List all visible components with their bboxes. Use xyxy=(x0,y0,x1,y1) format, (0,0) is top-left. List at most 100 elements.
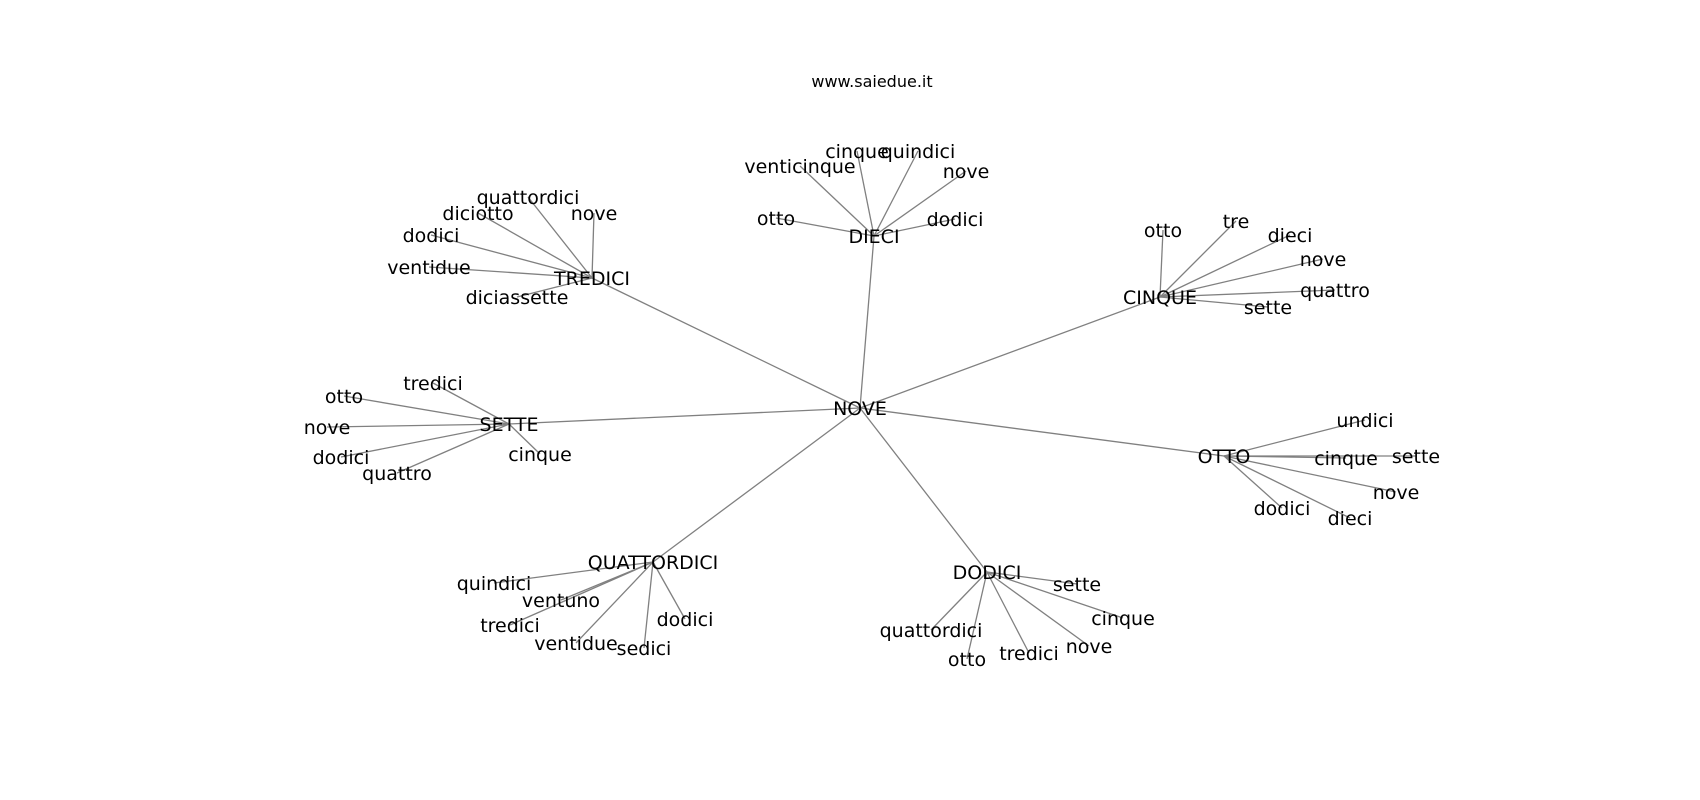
leaf-node-cinque-tre: tre xyxy=(1223,211,1250,233)
leaf-node-dieci-venticinque: venticinque xyxy=(744,156,855,178)
edge-cinque-nove xyxy=(1159,258,1324,298)
leaf-node-dodici-quattordici: quattordici xyxy=(880,620,983,642)
edge-quattordici-ventidue xyxy=(575,561,654,644)
leaf-node-tredici-diciotto: diciotto xyxy=(442,203,513,225)
leaf-node-cinque-nove: nove xyxy=(1300,249,1347,271)
leaf-node-dodici-nove: nove xyxy=(1066,636,1113,658)
leaf-node-dodici-cinque: cinque xyxy=(1091,608,1155,630)
leaf-node-tredici-quattordici: quattordici xyxy=(477,187,580,209)
leaf-node-quattordici-quindici: quindici xyxy=(457,573,532,595)
leaf-node-sette-dodici: dodici xyxy=(313,447,370,469)
leaf-node-cinque-quattro: quattro xyxy=(1300,280,1370,302)
leaf-node-dodici-otto: otto xyxy=(948,649,986,671)
edge-cinque-quattro xyxy=(1159,289,1336,298)
edge-otto-dieci xyxy=(1223,455,1351,519)
hub-node-dodici: DODICI xyxy=(953,562,1022,584)
edge-sette-nove xyxy=(326,423,510,428)
leaf-node-cinque-otto: otto xyxy=(1144,220,1182,242)
leaf-node-dieci-quindici: quindici xyxy=(881,141,956,163)
leaf-node-sette-otto: otto xyxy=(325,386,363,408)
edge-root-quattordici xyxy=(652,407,861,563)
leaf-node-tredici-nove: nove xyxy=(571,203,618,225)
site-label: www.saiedue.it xyxy=(811,72,932,91)
edge-otto-undici xyxy=(1223,419,1366,457)
leaf-node-otto-sette: sette xyxy=(1392,446,1440,468)
edge-sette-quattro xyxy=(396,423,510,474)
leaf-node-quattordici-ventidue: ventidue xyxy=(534,633,618,655)
edge-dodici-quattordici xyxy=(930,571,988,631)
leaf-node-otto-cinque: cinque xyxy=(1314,448,1378,470)
edge-root-cinque xyxy=(859,296,1161,409)
edge-dodici-nove xyxy=(986,571,1090,647)
edge-dieci-dodici xyxy=(873,218,956,237)
edge-dieci-venticinque xyxy=(799,165,875,237)
edge-root-dieci xyxy=(859,235,875,409)
leaf-node-sette-cinque: cinque xyxy=(508,444,572,466)
hub-node-otto: OTTO xyxy=(1198,446,1251,468)
edges-layer xyxy=(326,150,1416,660)
leaf-node-otto-undici: undici xyxy=(1336,410,1393,432)
edge-sette-cinque xyxy=(508,423,541,455)
edge-dodici-otto xyxy=(966,571,988,660)
leaf-node-sette-nove: nove xyxy=(304,417,351,439)
edge-dieci-cinque xyxy=(856,150,875,237)
edge-quattordici-sedici xyxy=(643,561,654,649)
leaf-node-dodici-sette: sette xyxy=(1053,574,1101,596)
edge-dieci-otto xyxy=(775,217,875,237)
edge-sette-otto xyxy=(343,395,510,425)
leaf-node-dieci-cinque: cinque xyxy=(825,141,889,163)
hub-node-cinque: CINQUE xyxy=(1123,287,1197,309)
leaf-node-dieci-nove: nove xyxy=(943,161,990,183)
leaf-node-dieci-otto: otto xyxy=(757,208,795,230)
edge-cinque-sette xyxy=(1159,296,1269,308)
edge-root-otto xyxy=(859,407,1225,457)
edge-otto-dodici xyxy=(1223,455,1283,509)
leaf-node-sette-quattro: quattro xyxy=(362,463,432,485)
edge-tredici-quattordici xyxy=(527,196,593,279)
edge-cinque-tre xyxy=(1159,220,1237,298)
leaf-node-otto-nove: nove xyxy=(1373,482,1420,504)
edge-tredici-dodici xyxy=(430,234,593,279)
leaf-node-cinque-dieci: dieci xyxy=(1268,225,1313,247)
leaf-node-tredici-diciassette: diciassette xyxy=(466,287,569,309)
leaf-node-quattordici-dodici: dodici xyxy=(657,609,714,631)
leaf-node-quattordici-tredici: tredici xyxy=(480,615,540,637)
leaf-node-dieci-dodici: dodici xyxy=(927,209,984,231)
hub-node-quattordici: QUATTORDICI xyxy=(588,552,719,574)
edge-otto-nove xyxy=(1223,455,1397,493)
hub-node-tredici: TREDICI xyxy=(553,268,630,290)
leaf-node-tredici-dodici: dodici xyxy=(403,225,460,247)
root-node-label: NOVE xyxy=(833,398,887,420)
edge-quattordici-tredici xyxy=(509,561,654,626)
edge-dieci-nove xyxy=(873,170,967,237)
edge-dieci-quindici xyxy=(873,150,919,237)
edge-tredici-diciotto xyxy=(477,212,593,279)
hub-node-dieci: DIECI xyxy=(848,226,899,248)
edge-quattordici-dodici xyxy=(652,561,686,620)
leaf-node-otto-dodici: dodici xyxy=(1254,498,1311,520)
edge-root-dodici xyxy=(859,407,988,573)
leaf-node-dodici-tredici: tredici xyxy=(999,643,1059,665)
edge-tredici-ventidue xyxy=(428,266,593,279)
leaf-node-sette-tredici: tredici xyxy=(403,373,463,395)
edge-dodici-sette xyxy=(986,571,1078,585)
edge-cinque-otto xyxy=(1159,229,1164,298)
leaf-node-quattordici-sedici: sedici xyxy=(617,638,672,660)
hub-node-sette: SETTE xyxy=(480,414,539,436)
edge-quattordici-quindici xyxy=(493,561,654,584)
leaf-node-tredici-ventidue: ventidue xyxy=(387,257,471,279)
edge-cinque-dieci xyxy=(1159,234,1291,298)
edge-dodici-cinque xyxy=(986,571,1124,619)
edge-tredici-nove xyxy=(591,212,595,279)
edge-sette-tredici xyxy=(432,382,510,425)
edge-sette-dodici xyxy=(340,423,510,458)
edge-root-tredici xyxy=(591,277,861,409)
leaf-node-otto-dieci: dieci xyxy=(1328,508,1373,530)
leaf-node-quattordici-ventuno: ventuno xyxy=(522,590,600,612)
edge-tredici-diciassette xyxy=(516,277,593,298)
leaf-node-cinque-sette: sette xyxy=(1244,297,1292,319)
edge-dodici-tredici xyxy=(986,571,1030,654)
edge-root-sette xyxy=(508,407,861,425)
